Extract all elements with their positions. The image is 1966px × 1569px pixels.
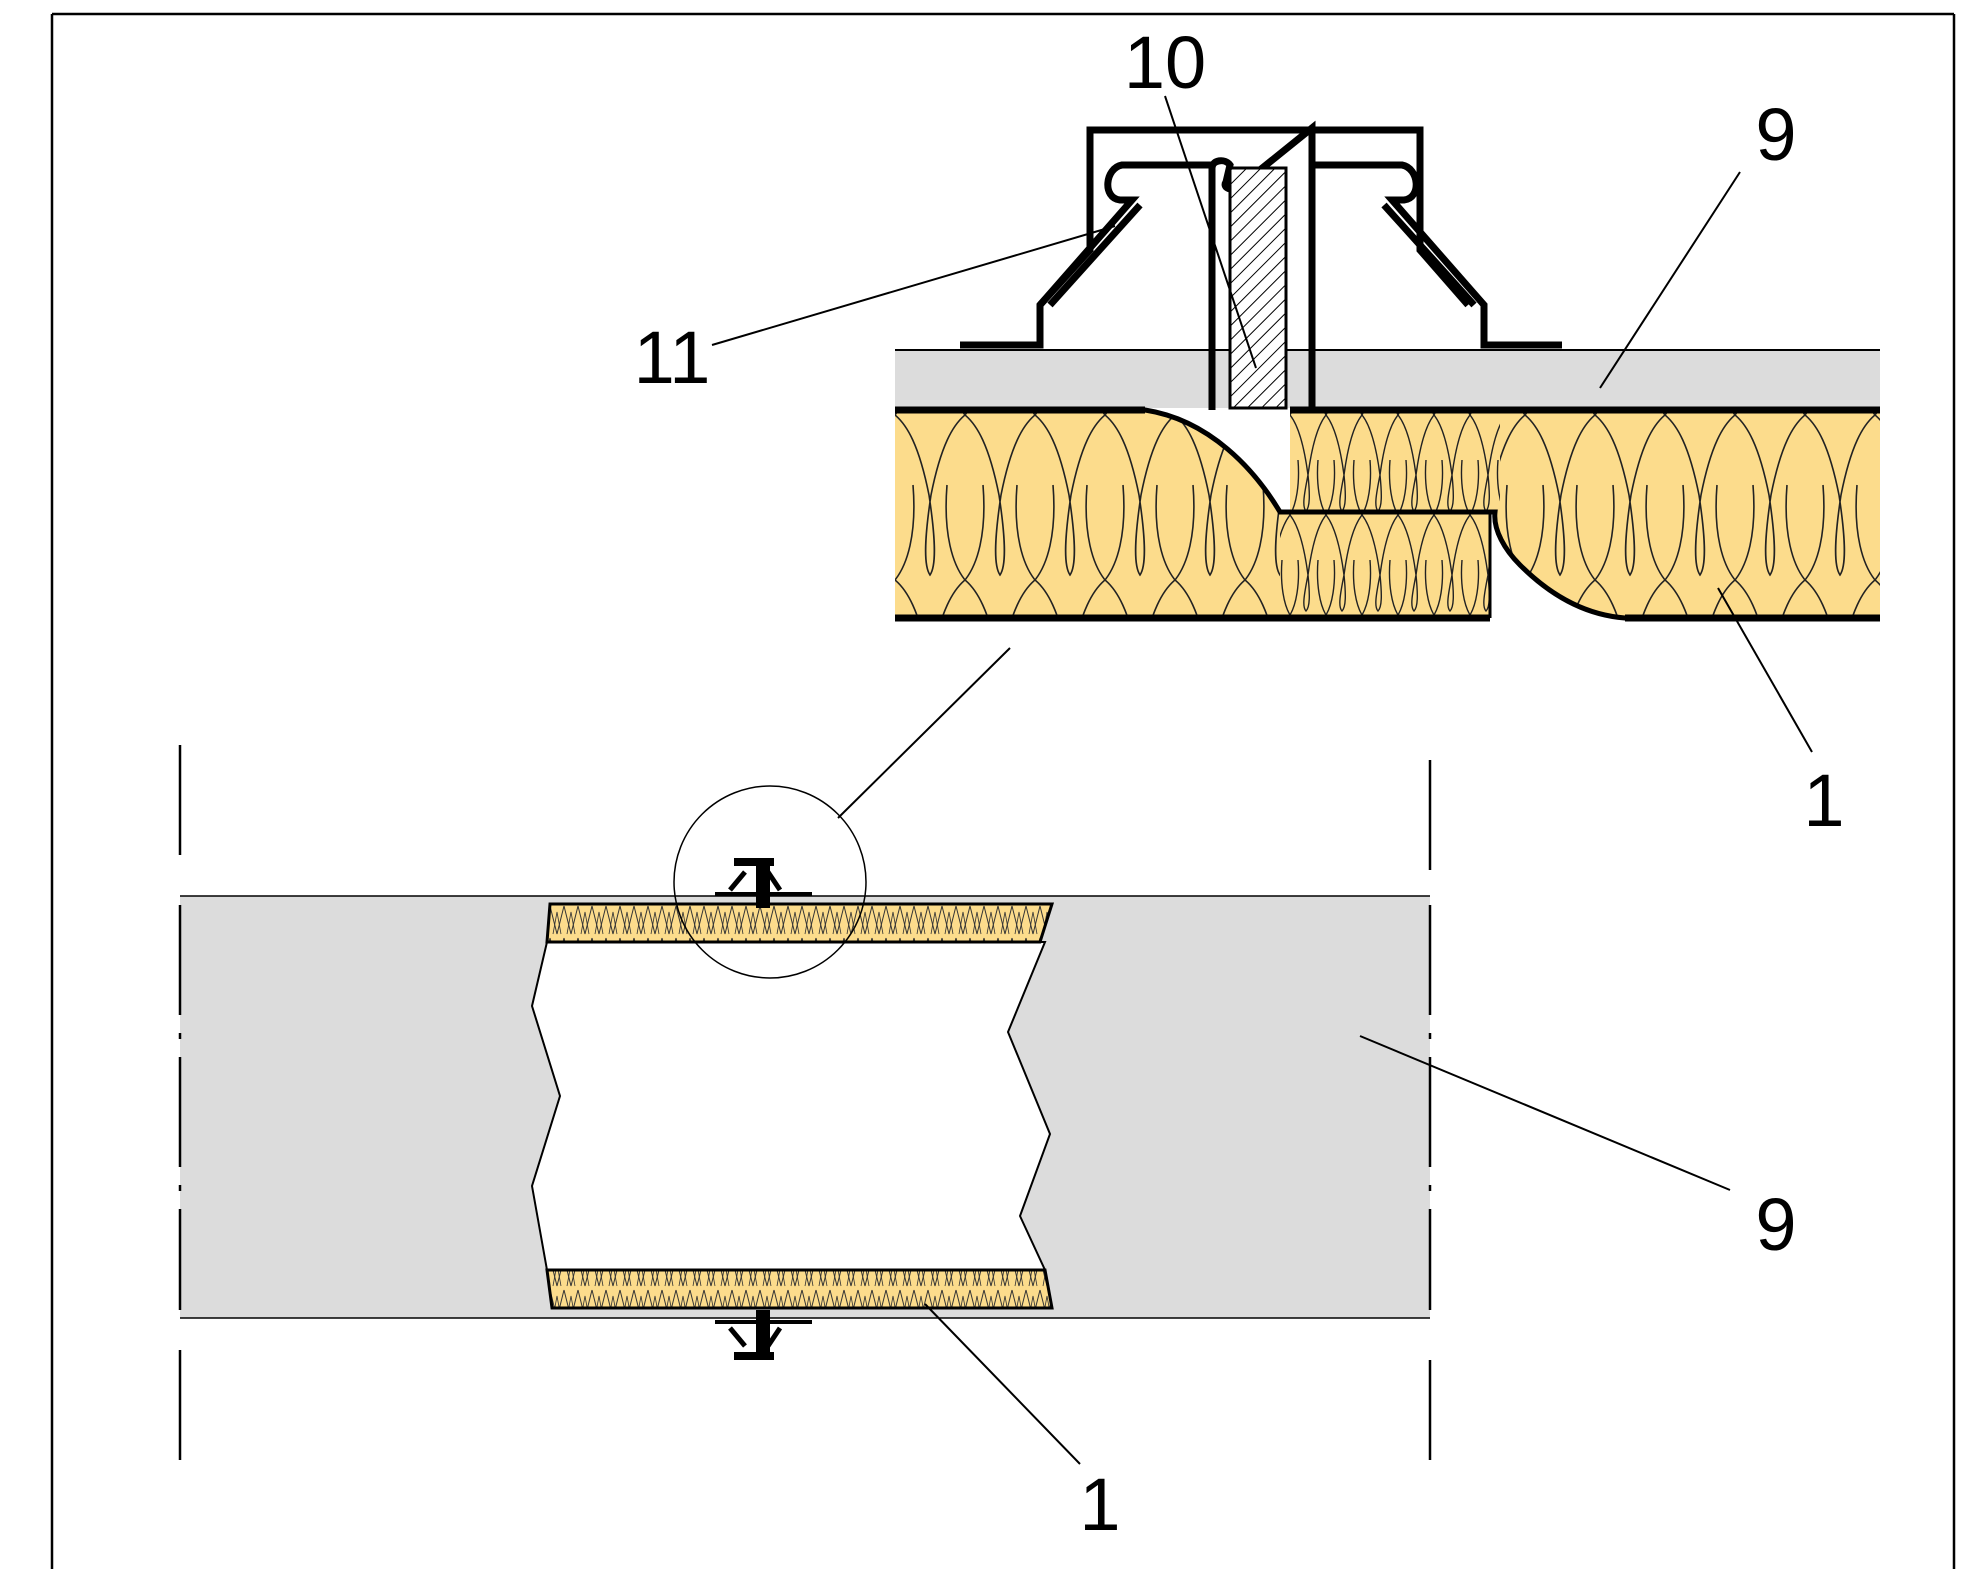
board-strip <box>895 350 1880 408</box>
overview-section <box>178 745 1731 1465</box>
break-cutout <box>530 941 1052 1271</box>
drawing-border <box>50 12 1956 1569</box>
insulation-tongue-left <box>1280 514 1490 618</box>
insulation-tongue-right <box>1290 412 1500 510</box>
overview-insulation-bottom <box>545 1268 1054 1310</box>
callout-1-top: 1 <box>1803 759 1844 842</box>
detail-circle <box>673 785 867 979</box>
enlarged-detail <box>711 95 1880 819</box>
overview-fastener-top <box>715 858 812 908</box>
callout-1-bottom: 1 <box>1079 1463 1120 1546</box>
overview-insulation-top <box>545 902 1055 944</box>
overview-fastener-bottom <box>715 1310 812 1360</box>
callout-10: 10 <box>1124 21 1206 104</box>
cap-profile <box>1037 126 1471 308</box>
callout-9-bottom: 9 <box>1755 1183 1796 1266</box>
bolt-gap <box>1210 410 1290 512</box>
callout-11-profile: 11 <box>634 316 711 399</box>
callout-9-top: 9 <box>1755 93 1796 176</box>
hatched-insert <box>1228 166 1288 410</box>
